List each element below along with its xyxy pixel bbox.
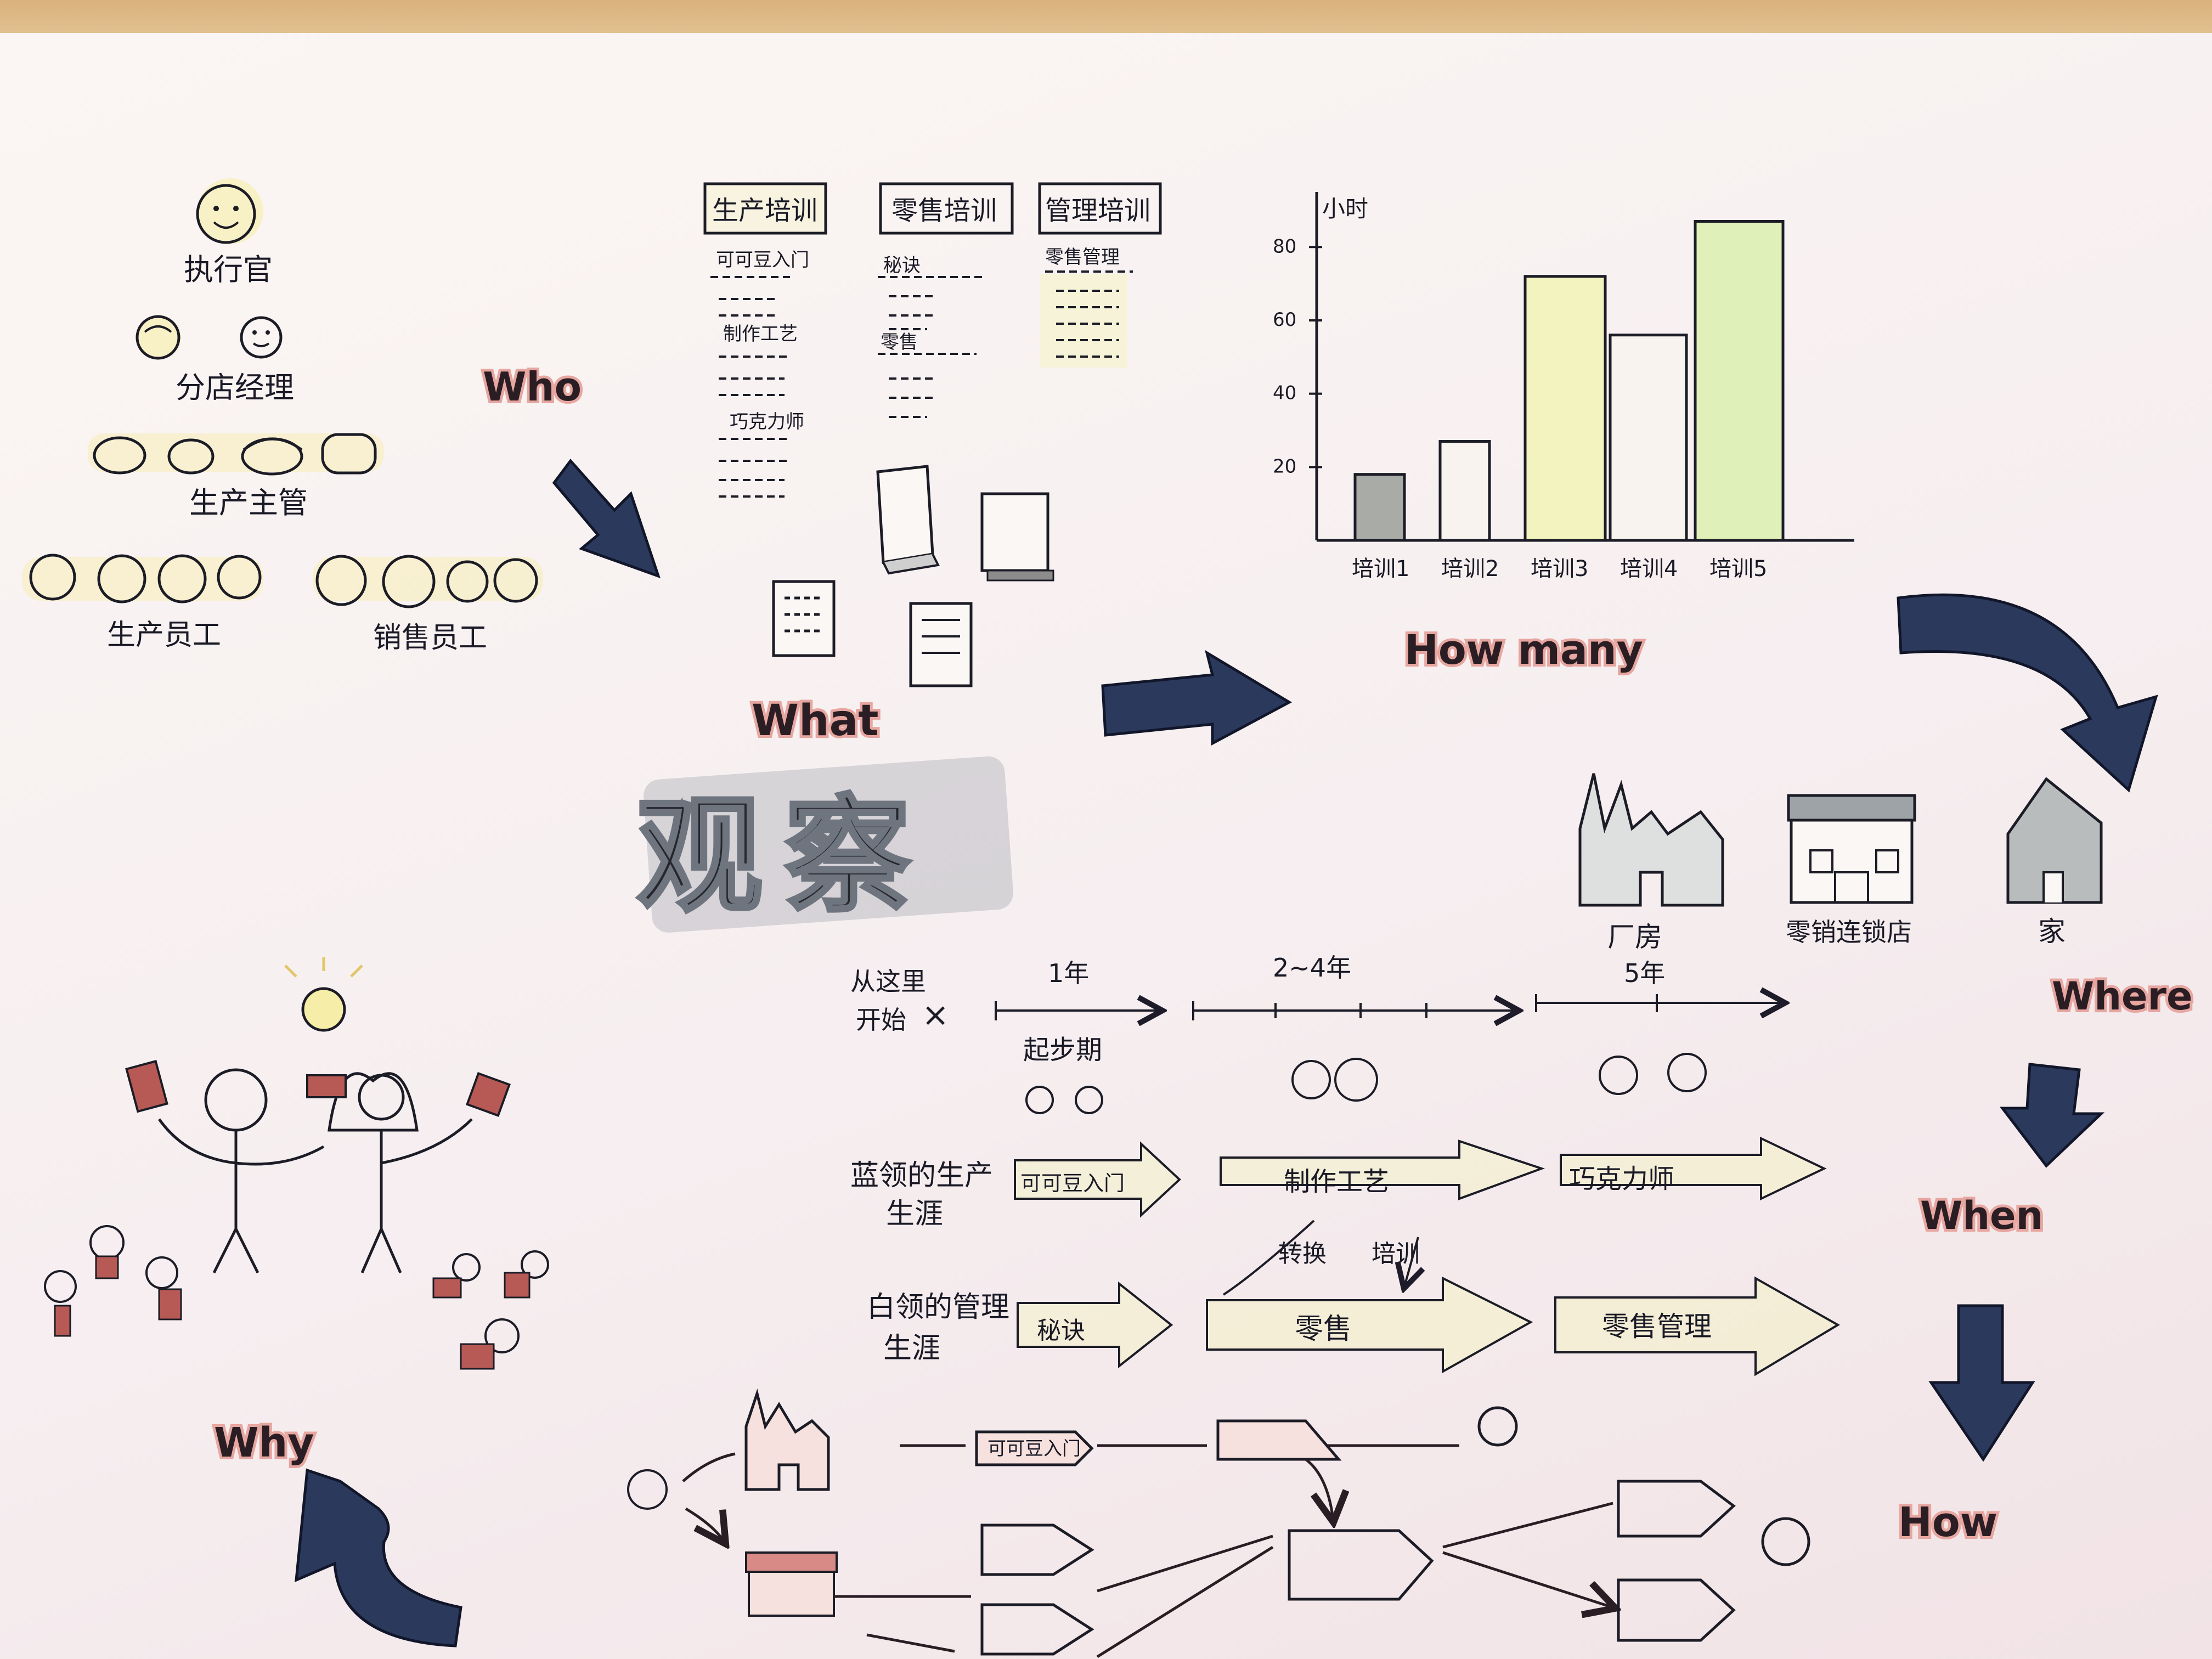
role-ceo: 执行官 [184,252,273,287]
column-title-management: 管理培训 [1045,195,1150,226]
period-year-5: 5年 [1624,958,1665,988]
period-year-2-4: 2~4年 [1273,953,1351,983]
what-tag: What [752,696,879,746]
column-title-retail: 零售培训 [891,195,997,226]
chart-ytick-label: 80 [1273,235,1296,257]
factory-small-icon [744,1389,830,1491]
column-item-chocolatier: 巧克力师 [730,411,804,433]
why-tag: Why [214,1419,314,1466]
end-person-icon-1 [1477,1406,1518,1447]
career-step-retail: 零售 [1295,1313,1352,1346]
what-to-how-many-arrow [1101,650,1293,746]
factory-icon [1578,773,1724,907]
how-flow-diagram: 可可豆入门 [627,1389,1810,1658]
who-section: 执行官 分店经理 生产主管 生产员工 [22,178,661,654]
how-tag: How [1898,1499,1997,1546]
chart-bar [1523,275,1607,542]
chart-bar [1609,334,1688,542]
how-to-why-arrow [295,1468,462,1647]
how-many-tag: How many [1404,627,1643,674]
career-arrows-management [1017,1276,1840,1376]
career-label-management-2: 生涯 [883,1332,940,1365]
where-tag: Where [2052,974,2193,1019]
training-column-management: 管理培训 零售管理 [1038,182,1162,368]
chart-ytick-label: 20 [1273,455,1296,477]
what-section: 生产培训 可可豆入门 制作工艺 巧克力师 零售培训 秘诀 零售 管理培训 零售管… [703,182,1293,748]
how-many-to-where-arrow [1897,593,2158,793]
chart-x-label: 培训4 [1620,556,1678,582]
flow-step-cocoa: 可可豆入门 [988,1438,1081,1460]
center-title: 观察 [636,783,933,930]
role-branch-manager: 分店经理 [176,370,294,405]
start-person-icon [627,1469,668,1510]
when-to-how-arrow [1928,1304,2035,1462]
chart-x-label: 培训2 [1441,556,1499,582]
column-item-craft: 制作工艺 [723,323,798,345]
document-stack-icons [772,465,1054,687]
career-step-chocolatier: 巧克力师 [1569,1164,1674,1194]
end-person-icon-2 [1761,1517,1810,1566]
column-item-cocoa: 可可豆入门 [716,249,809,271]
chart-x-label: 培训1 [1352,556,1409,582]
store-small-icon [745,1551,838,1617]
when-tag: When [1920,1193,2043,1238]
production-staff-face-icons [22,554,263,603]
retail-chain-store-icon [1787,794,1916,904]
who-to-what-arrow [552,459,661,579]
how-many-section: 小时 20 40 60 80 培训1 培训2 培训3 培训4 培训5 How many [1273,192,2158,793]
place-home: 家 [2038,916,2066,947]
training-column-retail: 零售培训 秘诀 零售 [878,182,1014,418]
lightbulb-icon [301,987,346,1032]
chart-y-label: 小时 [1322,195,1368,222]
column-item-retail: 零售 [881,331,918,353]
timeline-start-label-2: 开始 [856,1005,906,1035]
role-sales-staff: 销售员工 [373,622,487,654]
career-label-production-2: 生涯 [886,1198,943,1231]
timeline-start-label-1: 从这里 [850,967,926,996]
career-label-management-1: 白领的管理 [867,1291,1009,1324]
timeline-start-cross-icon: × [922,996,949,1034]
when-section: 从这里 开始 × 1年 2~4年 5年 起步期 蓝领的生产 生涯 可可豆入门 制… [850,953,2046,1462]
where-section: 厂房 零销连锁店 家 Where [1578,773,2196,1168]
column-item-tips: 秘诀 [883,255,921,276]
chart-bar [1438,440,1491,542]
career-step-tips: 秘诀 [1037,1317,1085,1345]
career-step-cocoa: 可可豆入门 [1020,1171,1125,1195]
production-supervisor-face-icons [88,433,384,476]
place-retail-store: 零销连锁店 [1786,917,1912,947]
period-year-1: 1年 [1048,958,1089,988]
celebration-illustration [44,957,549,1370]
switch-label: 转换 [1278,1240,1327,1268]
timeline-face-icons [1025,1053,1707,1114]
training-column-production: 生产培训 可可豆入门 制作工艺 巧克力师 [703,182,827,498]
who-tag: Who [483,364,582,410]
role-production-staff: 生产员工 [107,619,221,652]
career-step-retail-mgmt: 零售管理 [1602,1311,1712,1342]
place-factory: 厂房 [1607,921,1662,953]
chart-ytick-label: 40 [1273,382,1296,404]
executive-face-icon [196,178,263,244]
where-to-when-arrow [1999,1063,2105,1168]
career-arrows-production [1014,1136,1827,1218]
branch-manager-face-icons [136,315,283,360]
phase-label-starting: 起步期 [1023,1035,1102,1065]
chart-x-label: 培训3 [1531,556,1588,582]
sales-staff-face-icons [313,555,543,608]
training-hours-bar-chart: 小时 20 40 60 80 培训1 培训2 培训3 培训4 培训5 [1273,192,1854,582]
home-icon [2006,777,2103,904]
column-title-production: 生产培训 [712,195,817,226]
center-title-group: 观察 [635,756,1013,933]
why-section: Why [44,957,549,1647]
chart-x-label: 培训5 [1709,556,1767,582]
how-section: 可可豆入门 How [627,1389,2000,1658]
chart-bar [1694,219,1785,542]
career-step-craft: 制作工艺 [1284,1166,1389,1197]
chart-ytick-label: 60 [1273,309,1296,331]
career-label-production-1: 蓝领的生产 [850,1159,993,1192]
role-production-supervisor: 生产主管 [189,486,308,520]
chart-bar [1353,473,1406,542]
column-item-retail-mgmt: 零售管理 [1045,246,1120,268]
